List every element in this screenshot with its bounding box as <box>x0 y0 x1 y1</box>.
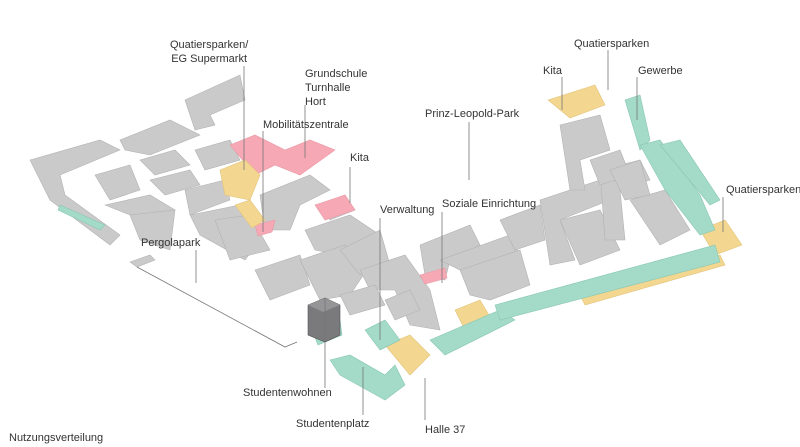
label-quartiersparken-top: Quatiersparken <box>574 38 650 50</box>
label-quartiersparken-eg: Quatiersparken/ EG Supermarkt <box>170 38 248 66</box>
leader-lines <box>195 50 724 420</box>
label-studentenplatz: Studentenplatz <box>296 418 370 430</box>
pergola-path <box>129 254 298 348</box>
label-gewerbe: Gewerbe <box>638 65 683 77</box>
label-mobilitaetszentrale: Mobilitätszentrale <box>263 119 349 131</box>
label-kita-right: Kita <box>543 65 562 77</box>
label-prinz-leopold-park: Prinz-Leopold-Park <box>425 108 520 120</box>
residential-blocks <box>29 74 691 331</box>
social-use-blocks <box>229 134 448 285</box>
label-kita-left: Kita <box>350 152 369 164</box>
label-line: Hort <box>305 96 326 108</box>
label-pergolapark: Pergolapark <box>141 237 201 249</box>
diagram-title: Nutzungsverteilung <box>9 432 104 444</box>
label-line: Turnhalle <box>305 82 351 94</box>
label-studentenwohnen: Studentenwohnen <box>243 387 332 399</box>
label-line: Quatiersparken/ <box>170 39 249 51</box>
label-line: Grundschule <box>305 68 368 80</box>
label-grundschule: Grundschule Turnhalle Hort <box>305 67 367 109</box>
label-halle-37: Halle 37 <box>425 424 466 436</box>
label-line: EG Supermarkt <box>171 53 248 65</box>
commercial-use-blocks <box>57 94 721 401</box>
student-housing-tower <box>307 297 341 343</box>
label-verwaltung: Verwaltung <box>380 204 435 216</box>
label-quartiersparken-right: Quatiersparken <box>726 184 800 196</box>
label-soziale-einrichtung: Soziale Einrichtung <box>442 198 537 210</box>
